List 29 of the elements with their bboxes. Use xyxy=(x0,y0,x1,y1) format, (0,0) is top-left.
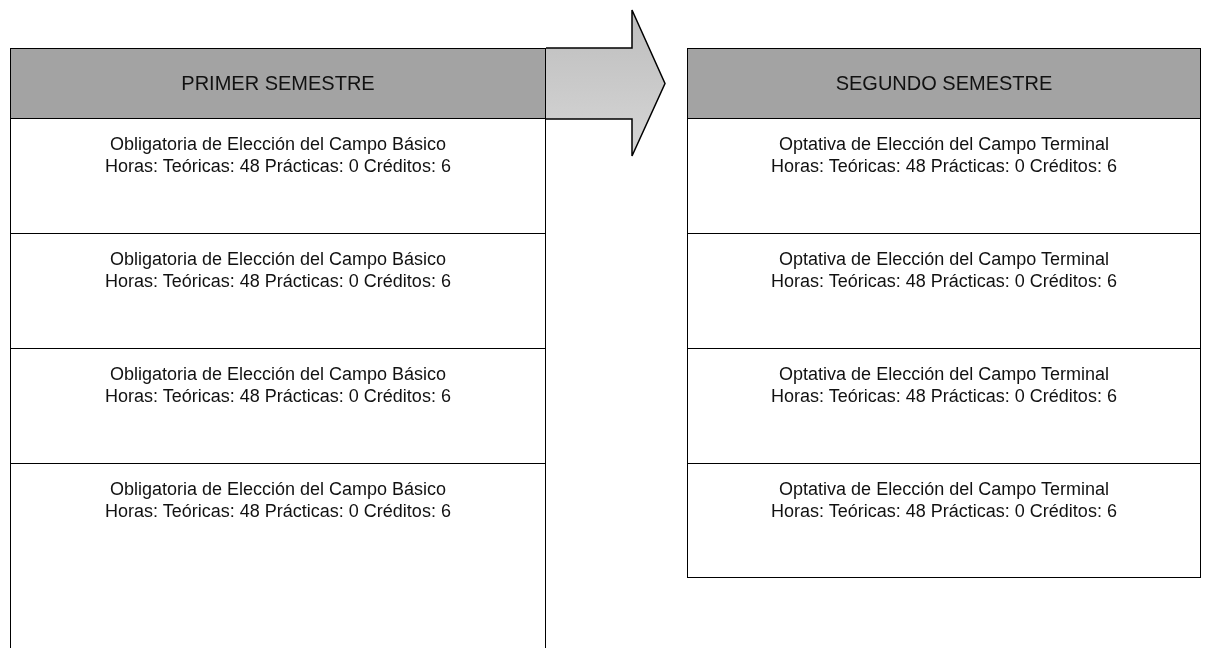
course-name: Obligatoria de Elección del Campo Básico xyxy=(109,248,447,270)
block-arrow xyxy=(545,9,666,157)
course-hours: Horas: Teóricas: 48 Prácticas: 0 Créditos: 6 xyxy=(771,270,1117,292)
course-box xyxy=(687,118,1201,234)
course-box xyxy=(687,463,1201,578)
course-box xyxy=(10,348,546,464)
course-hours: Horas: Teóricas: 48 Prácticas: 0 Créditos: 6 xyxy=(105,270,451,292)
course-hours: Horas: Teóricas: 48 Prácticas: 0 Créditos: 6 xyxy=(771,385,1117,407)
course-name: Optativa de Elección del Campo Terminal xyxy=(779,363,1109,385)
course-box xyxy=(687,233,1201,349)
header-text: SEGUNDO SEMESTRE xyxy=(835,72,1053,95)
semester-header xyxy=(687,48,1201,119)
course-hours: Horas: Teóricas: 48 Prácticas: 0 Créditos: 6 xyxy=(771,500,1117,522)
course-hours: Horas: Teóricas: 48 Prácticas: 0 Créditos: 6 xyxy=(771,155,1117,177)
course-name: Obligatoria de Elección del Campo Básico xyxy=(109,133,447,155)
semester-header xyxy=(10,48,546,119)
course-hours: Horas: Teóricas: 48 Prácticas: 0 Créditos: 6 xyxy=(105,500,451,522)
course-name: Obligatoria de Elección del Campo Básico xyxy=(109,478,447,500)
course-box xyxy=(687,348,1201,464)
course-name: Obligatoria de Elección del Campo Básico xyxy=(109,363,447,385)
course-name: Optativa de Elección del Campo Terminal xyxy=(779,133,1109,155)
course-box xyxy=(10,233,546,349)
course-box xyxy=(10,463,546,648)
header-text: PRIMER SEMESTRE xyxy=(181,72,375,95)
course-name: Optativa de Elección del Campo Terminal xyxy=(779,478,1109,500)
course-name: Optativa de Elección del Campo Terminal xyxy=(779,248,1109,270)
course-hours: Horas: Teóricas: 48 Prácticas: 0 Créditos: 6 xyxy=(105,385,451,407)
course-hours: Horas: Teóricas: 48 Prácticas: 0 Créditos: 6 xyxy=(105,155,451,177)
course-box xyxy=(10,118,546,234)
